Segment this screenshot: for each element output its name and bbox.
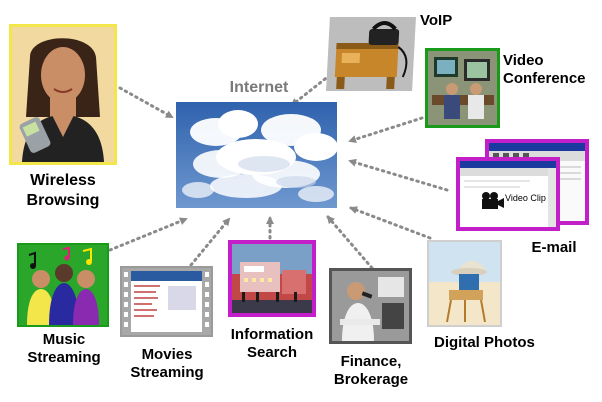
arrow-video-conference — [348, 116, 424, 143]
finance-brokerage-label: Finance, Brokerage — [325, 353, 417, 390]
finance-brokerage-photo — [329, 268, 412, 344]
arrow-voip — [290, 73, 332, 107]
wireless-browsing-photo — [9, 24, 117, 165]
music-streaming-label: Music Streaming — [18, 331, 110, 368]
finance-label-line2: Brokerage — [333, 371, 409, 389]
wireless-label-line2: Browsing — [26, 191, 100, 209]
internet-label: Internet — [229, 79, 289, 96]
video-conference-label-line2: Conference — [503, 70, 586, 88]
information-search-photo — [228, 240, 316, 317]
information-search-label: Information Search — [222, 326, 322, 363]
wireless-browsing-label: Wireless Browsing — [8, 171, 118, 210]
movies-label-line1: Movies — [141, 346, 193, 363]
voip-phone-image — [326, 17, 416, 91]
wireless-label-line1: Wireless — [30, 172, 96, 189]
video-conference-label: Video Conference — [503, 52, 593, 89]
arrow-wireless — [118, 86, 174, 119]
digital-photos-image — [427, 240, 502, 327]
music-label-line2: Streaming — [27, 349, 101, 367]
movies-label-line2: Streaming — [130, 364, 204, 382]
info-search-label-line1: Information — [230, 326, 314, 343]
digital-photos-label: Digital Photos — [434, 334, 535, 351]
internet-cloud-image — [176, 102, 337, 208]
arrow-music — [108, 217, 188, 252]
video-conference-photo — [425, 48, 500, 128]
voip-label: VoIP — [420, 12, 453, 29]
info-search-label-line2: Search — [246, 344, 298, 362]
arrow-digital-photos — [349, 206, 432, 240]
arrow-finance — [326, 215, 374, 270]
email-window-front — [456, 157, 560, 231]
finance-label-line1: Finance, — [340, 353, 402, 370]
arrow-movies — [189, 217, 231, 267]
video-conference-label-line1: Video — [503, 52, 544, 69]
email-label: E-mail — [531, 239, 577, 256]
music-streaming-image — [17, 243, 109, 327]
arrow-email — [348, 158, 449, 192]
music-label-line1: Music — [42, 331, 86, 348]
email-video-clip-label: Video Clip — [505, 193, 546, 203]
movies-streaming-image — [120, 266, 213, 337]
movies-streaming-label: Movies Streaming — [122, 346, 212, 383]
